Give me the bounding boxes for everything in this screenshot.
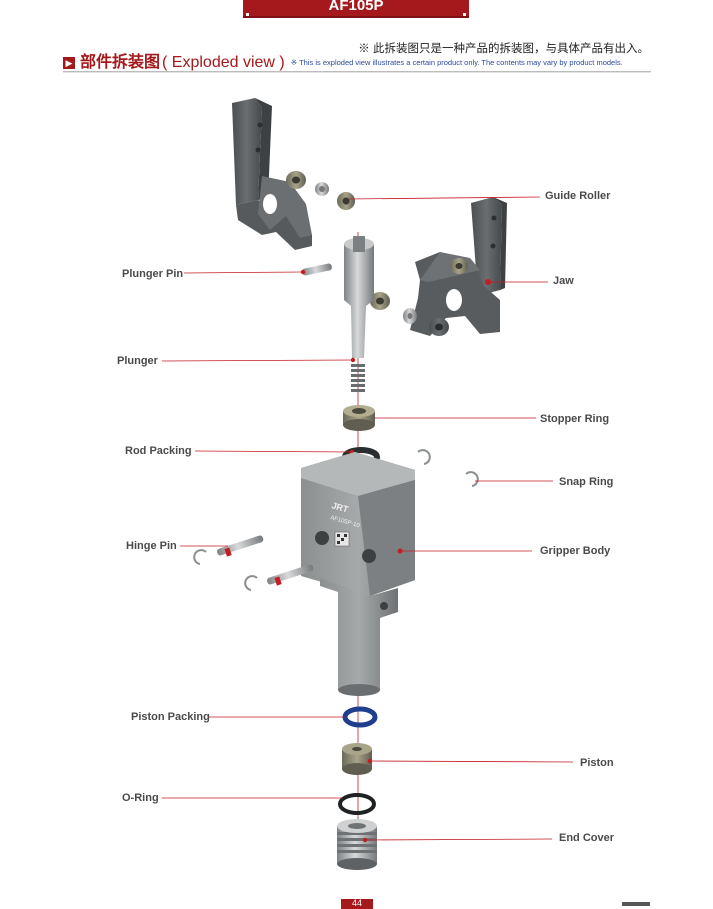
label-stopper-ring: Stopper Ring	[540, 413, 610, 425]
body-brand-mark: JRT	[330, 500, 350, 514]
snap-ring-parts	[193, 449, 479, 591]
label-guide-roller: Guide Roller	[545, 190, 611, 202]
note-chinese: ※ 此拆装图只是一种产品的拆装图，与具体产品有出入。	[358, 43, 649, 55]
jaw-left	[232, 98, 312, 250]
label-plunger-pin: Plunger Pin	[122, 268, 184, 280]
piston-packing-part	[342, 706, 378, 728]
o-ring-part	[338, 793, 376, 815]
title-divider	[63, 71, 651, 72]
model-tab-label: AF105P	[328, 0, 384, 14]
piston-part	[342, 743, 373, 775]
label-gripper-body: Gripper Body	[540, 545, 611, 557]
label-end-cover: End Cover	[559, 832, 615, 844]
label-piston: Piston	[580, 757, 614, 769]
label-plunger: Plunger	[117, 355, 158, 367]
plunger-pin-part	[300, 263, 332, 276]
label-rod-packing: Rod Packing	[125, 445, 192, 457]
title-english: ( Exploded view )	[162, 54, 285, 71]
section-title: ▶ 部件拆装图( Exploded view ) ※ This is explode…	[63, 48, 623, 72]
stopper-ring-part	[343, 405, 375, 431]
label-snap-ring: Snap Ring	[559, 476, 614, 488]
title-divider-shadow	[63, 72, 651, 73]
gripper-body-part: JRT AF105P-10	[301, 452, 415, 696]
plunger-part	[344, 236, 374, 392]
model-tab: AF105P	[243, 0, 469, 18]
title-chinese: 部件拆装图	[80, 54, 161, 71]
label-piston-packing: Piston Packing	[131, 711, 210, 723]
hinge-pin-parts	[217, 535, 314, 586]
leader-lines	[161, 196, 574, 841]
section-arrow-icon: ▶	[63, 57, 75, 69]
guide-roller-right-parts	[370, 258, 491, 336]
end-cover-part	[337, 819, 377, 870]
page-corner-mark	[622, 902, 650, 906]
label-o-ring: O-Ring	[122, 792, 159, 804]
page-number: 44	[341, 899, 373, 909]
jaw-right	[410, 197, 507, 336]
label-jaw: Jaw	[553, 275, 574, 287]
guide-roller-left-parts	[286, 171, 355, 210]
note-english: ※ This is exploded view illustrates a ce…	[290, 58, 623, 67]
label-hinge-pin: Hinge Pin	[126, 540, 177, 552]
